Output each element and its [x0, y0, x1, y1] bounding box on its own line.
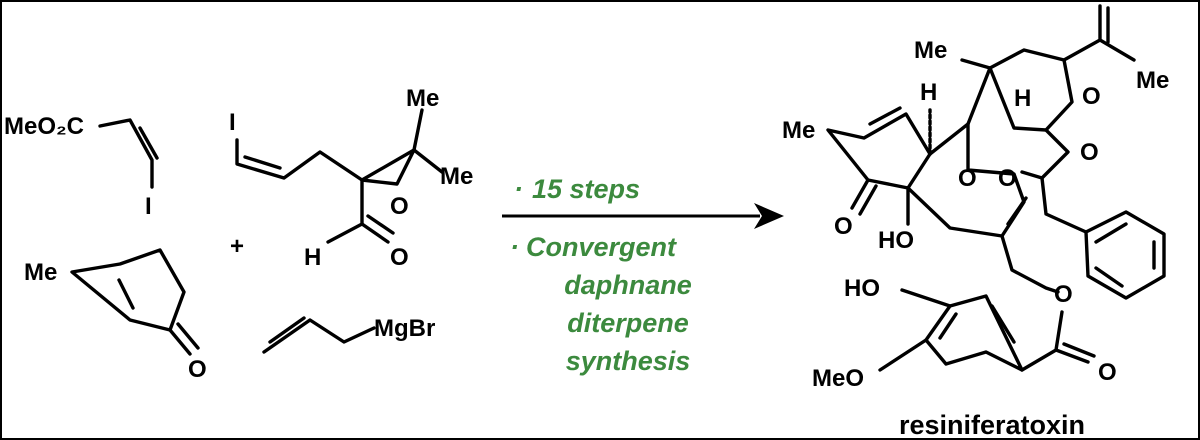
label-o-ester: O: [1054, 281, 1073, 308]
label-o-orthoester-1: O: [1082, 83, 1101, 110]
carbonyl-bond-1: [168, 328, 192, 356]
reactant-allyl-grignard: MgBr: [262, 315, 435, 354]
reaction-conditions: · 15 steps · Convergent daphnane diterpe…: [510, 174, 692, 376]
label-h-ring-2: H: [1014, 85, 1031, 112]
double-bond-cyclopentenone: [117, 278, 135, 310]
ketone-bond-2: [858, 184, 878, 216]
ring-b: [906, 122, 1026, 238]
label-h-ring-1: H: [920, 79, 937, 106]
reactant-methylcyclopentenone: Me O: [24, 248, 207, 383]
label-h-aldehyde: H: [304, 244, 321, 271]
label-me-2: Me: [406, 85, 439, 112]
condition-convergent: Convergent: [526, 232, 677, 262]
bond-ch2-aryl: [1020, 348, 1058, 372]
bond-ho-aryl: [900, 288, 952, 308]
label-iodine-1: I: [145, 193, 152, 220]
label-meo-aryl: MeO: [812, 365, 864, 392]
label-o-bridge-2: O: [998, 165, 1017, 192]
label-ho-aryl: HO: [844, 275, 880, 302]
bond-me-right: [412, 148, 444, 174]
label-mgbr: MgBr: [374, 315, 435, 342]
condition-synthesis: synthesis: [566, 346, 691, 376]
arrow-head: [754, 203, 784, 229]
carbonyl-bond-2: [176, 322, 200, 350]
label-o-aldehyde: O: [390, 244, 409, 271]
double-bond-ring-a: [868, 106, 902, 126]
reaction-arrow: [502, 203, 784, 229]
bonds-orthoester: [1020, 128, 1070, 180]
condition-diterpene: diterpene: [567, 308, 689, 338]
label-o-epoxide: O: [390, 193, 409, 220]
condition-steps-bullet: ·: [514, 174, 523, 204]
aldehyde-bond-1: [360, 222, 390, 244]
label-me-isopropenyl: Me: [1136, 67, 1169, 94]
label-o-ester-carbonyl: O: [1098, 359, 1117, 386]
phenyl-double-1: [1094, 222, 1128, 244]
ring-a: [826, 112, 932, 190]
condition-steps: 15 steps: [532, 174, 640, 204]
double-bond-allyl: [268, 316, 306, 344]
bond-meo-aryl: [878, 338, 928, 372]
label-o-1: O: [188, 356, 207, 383]
ester-carbonyl-double: [1062, 342, 1096, 358]
label-ho-ring: HO: [878, 227, 914, 254]
label-me-1: Me: [24, 259, 57, 286]
double-bond-iodoacrylate: [138, 126, 159, 160]
double-bond-ring-b: [1006, 196, 1028, 226]
aryl-double-2: [938, 312, 958, 340]
bonds-formyl: [326, 178, 364, 244]
double-bond-vinyl-iodide: [243, 155, 282, 170]
ring-cyclopentenone: [70, 248, 186, 332]
product-name: resiniferatoxin: [899, 410, 1085, 438]
bonds-ester-linker: [1000, 234, 1060, 294]
label-o-orthoester-2: O: [1080, 139, 1099, 166]
label-me-ring-c: Me: [914, 37, 947, 64]
ketone-bond-1: [850, 178, 870, 210]
phenyl-double-3: [1094, 266, 1124, 288]
label-meo2c: MeO₂C: [4, 113, 84, 140]
epoxide-ring: [360, 148, 416, 186]
label-iodine-2: I: [229, 109, 236, 136]
label-me-ring-a: Me: [782, 117, 815, 144]
bonds-benzyl: [1040, 176, 1088, 234]
label-o-bridge: O: [958, 165, 977, 192]
bonds-allyl: [262, 318, 376, 354]
plus-sign: +: [230, 233, 244, 260]
bond-me-up: [412, 108, 424, 152]
ring-c: [960, 48, 1074, 132]
bond-me-isopropenyl: [1098, 38, 1136, 62]
condition-daphnane: daphnane: [564, 270, 692, 300]
bonds-isopropenyl: [1062, 4, 1102, 62]
label-o-ketone: O: [834, 213, 853, 240]
product-resiniferatoxin: Me O HO H Me H Me O O O O: [782, 4, 1169, 438]
bonds-iodoacrylate: [98, 118, 154, 189]
condition-convergent-bullet: ·: [510, 232, 519, 262]
aldehyde-bond-2: [366, 214, 395, 235]
reactant-iodoacrylate: MeO₂C I: [4, 113, 159, 220]
reactant-epoxy-aldehyde: I Me Me O H O: [229, 85, 473, 271]
label-me-3: Me: [440, 163, 473, 190]
bonds-iodoalkenyl-chain: [235, 138, 364, 182]
bond-ring-c-junction: [966, 66, 992, 126]
aryl-double-1: [990, 304, 1016, 344]
bonds-ester-carbonyl: [1054, 310, 1090, 364]
ring-phenyl: [1084, 210, 1166, 300]
